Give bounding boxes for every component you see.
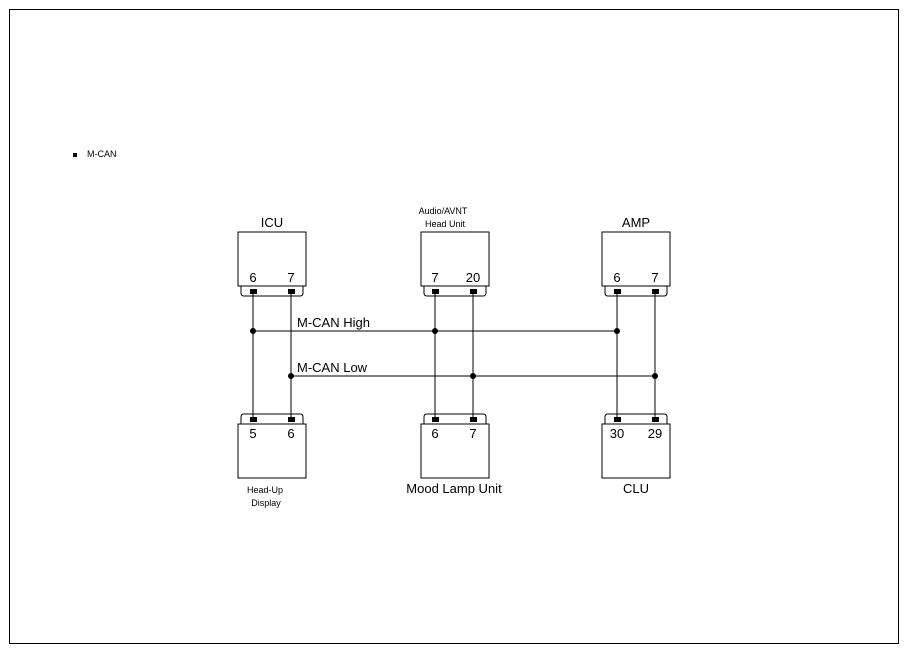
terminal-icu-7: [288, 289, 295, 294]
m-can-low-label: M-CAN Low: [297, 360, 368, 375]
terminal-mood-6: [432, 417, 439, 422]
pin-number: 7: [651, 270, 658, 285]
module-amp: [601, 231, 671, 297]
terminal-hud-5: [250, 417, 257, 422]
module-hud: [237, 413, 307, 479]
icu-label: ICU: [261, 215, 283, 230]
junction-dot: [288, 373, 294, 379]
bullet-icon: [73, 153, 77, 157]
terminal-amp-7: [652, 289, 659, 294]
terminal-hud-6: [288, 417, 295, 422]
junction-dot: [250, 328, 256, 334]
module-clu: [601, 413, 671, 479]
pin-number: 7: [469, 426, 476, 441]
section-title: M-CAN: [87, 149, 117, 159]
pin-number: 20: [466, 270, 480, 285]
audio-label-line2: Head Unit: [425, 219, 466, 229]
terminal-audio-7: [432, 289, 439, 294]
mood-lamp-label: Mood Lamp Unit: [406, 481, 502, 496]
diagram-frame: [9, 9, 899, 644]
module-mood-lamp: [420, 413, 490, 479]
terminal-clu-30: [614, 417, 621, 422]
terminal-icu-6: [250, 289, 257, 294]
junction-dot: [652, 373, 658, 379]
hud-label-line1: Head-Up: [247, 485, 283, 495]
audio-label-line1: Audio/AVNT: [419, 206, 468, 216]
module-icu: [237, 231, 307, 297]
terminal-amp-6: [614, 289, 621, 294]
clu-label: CLU: [623, 481, 649, 496]
pin-number: 30: [610, 426, 624, 441]
pin-number: 6: [613, 270, 620, 285]
pin-number: 6: [249, 270, 256, 285]
terminal-mood-7: [470, 417, 477, 422]
hud-label-line2: Display: [251, 498, 281, 508]
terminal-audio-20: [470, 289, 477, 294]
module-audio-head-unit: [420, 231, 490, 297]
junction-dot: [432, 328, 438, 334]
pin-number: 7: [431, 270, 438, 285]
pin-number: 5: [249, 426, 256, 441]
junction-dot: [470, 373, 476, 379]
amp-label: AMP: [622, 215, 650, 230]
pin-number: 6: [431, 426, 438, 441]
junction-dot: [614, 328, 620, 334]
pin-number: 29: [648, 426, 662, 441]
pin-number: 6: [287, 426, 294, 441]
terminal-clu-29: [652, 417, 659, 422]
pin-number: 7: [287, 270, 294, 285]
m-can-high-label: M-CAN High: [297, 315, 370, 330]
